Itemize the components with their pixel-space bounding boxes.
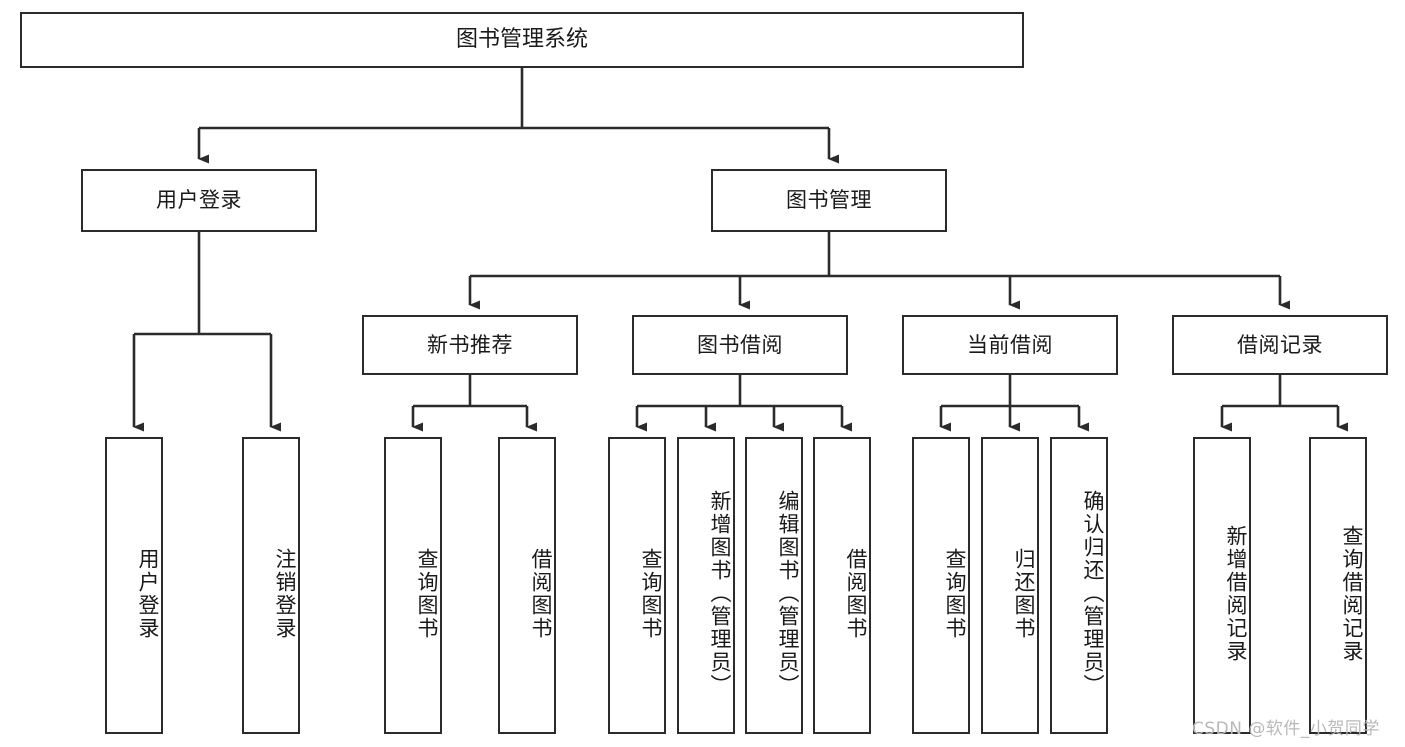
leaf-borrow-query-book[interactable]: 查询图书 (608, 437, 666, 734)
node-current-borrow[interactable]: 当前借阅 (902, 315, 1118, 375)
node-new-book-recommend[interactable]: 新书推荐 (362, 315, 578, 375)
leaf-borrow-borrow-book[interactable]: 借阅图书 (813, 437, 871, 734)
leaf-borrow-add-book-admin[interactable]: 新增图书（管理员） (677, 437, 735, 734)
leaf-current-confirm-return-admin[interactable]: 确认归还（管理员） (1050, 437, 1108, 734)
node-root-system[interactable]: 图书管理系统 (20, 12, 1024, 68)
leaf-record-add-record[interactable]: 新增借阅记录 (1193, 437, 1251, 734)
node-book-management[interactable]: 图书管理 (711, 169, 947, 232)
node-book-borrow[interactable]: 图书借阅 (632, 315, 848, 375)
leaf-recommend-borrow-book[interactable]: 借阅图书 (498, 437, 556, 734)
leaf-current-query-book[interactable]: 查询图书 (912, 437, 970, 734)
node-borrow-record[interactable]: 借阅记录 (1172, 315, 1388, 375)
node-user-login[interactable]: 用户登录 (81, 169, 317, 232)
leaf-borrow-edit-book-admin[interactable]: 编辑图书（管理员） (745, 437, 803, 734)
leaf-recommend-query-book[interactable]: 查询图书 (384, 437, 442, 734)
leaf-user-login-logout[interactable]: 注销登录 (242, 437, 300, 734)
leaf-record-query-record[interactable]: 查询借阅记录 (1309, 437, 1367, 734)
leaf-user-login-login[interactable]: 用户登录 (105, 437, 163, 734)
leaf-current-return-book[interactable]: 归还图书 (981, 437, 1039, 734)
